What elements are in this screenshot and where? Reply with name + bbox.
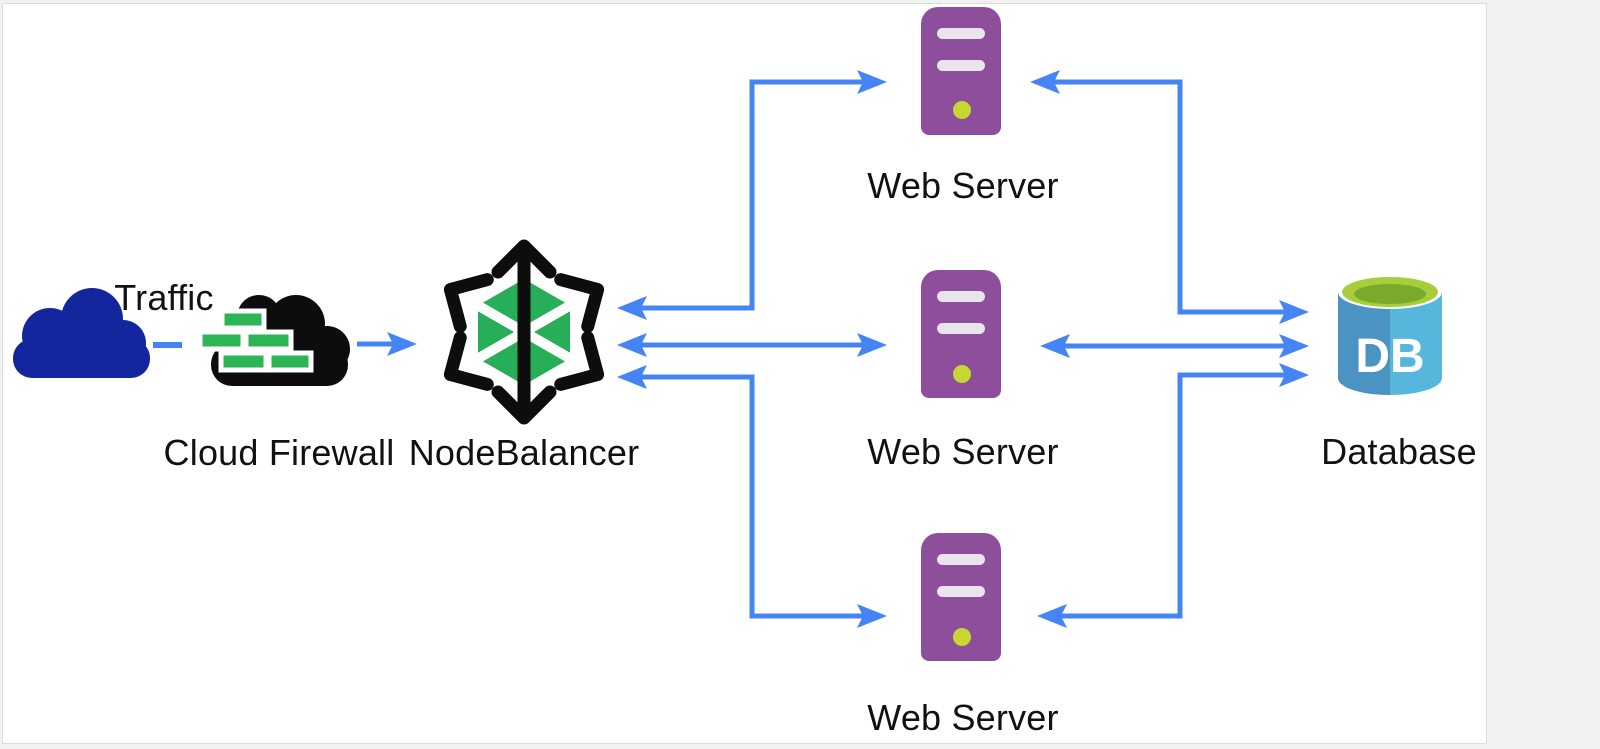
arrowhead bbox=[857, 333, 887, 357]
nodebalancer-hexagon-icon[interactable] bbox=[437, 239, 611, 425]
arrowhead bbox=[1279, 300, 1309, 324]
arrowhead bbox=[1279, 334, 1309, 358]
arrowhead bbox=[617, 296, 647, 320]
arrowhead bbox=[617, 365, 647, 389]
arrowhead bbox=[387, 332, 417, 356]
arrowhead bbox=[1030, 70, 1060, 94]
firewall-cloud-icon[interactable] bbox=[197, 295, 350, 386]
edge-webserver1-database[interactable] bbox=[1030, 70, 1309, 324]
edge-nodebalancer-webserver1[interactable] bbox=[617, 70, 887, 320]
cloud-icon[interactable] bbox=[13, 288, 150, 378]
database-label: Database bbox=[1321, 431, 1477, 473]
edges bbox=[153, 70, 1309, 628]
edge-nodebalancer-webserver3[interactable] bbox=[617, 365, 887, 628]
server-tower-icon-3[interactable] bbox=[921, 533, 1001, 661]
web-server-3-label: Web Server bbox=[867, 697, 1059, 739]
edge-nodebalancer-webserver2[interactable] bbox=[617, 333, 887, 357]
arrowhead bbox=[857, 70, 887, 94]
edge-webserver2-database[interactable] bbox=[1040, 334, 1309, 358]
firewall-bricks bbox=[197, 308, 314, 373]
db-badge: DB bbox=[1355, 330, 1424, 383]
server-led bbox=[953, 628, 971, 646]
arrowhead bbox=[1279, 363, 1309, 387]
arrowhead bbox=[1040, 334, 1070, 358]
arrowhead bbox=[617, 333, 647, 357]
server-led bbox=[953, 365, 971, 383]
nodebalancer-label: NodeBalancer bbox=[408, 432, 640, 474]
edge-firewall-nodebalancer[interactable] bbox=[357, 332, 417, 356]
web-server-1-label: Web Server bbox=[867, 165, 1059, 207]
web-server-2-label: Web Server bbox=[867, 431, 1059, 473]
edge-webserver3-database[interactable] bbox=[1037, 363, 1309, 628]
server-tower-icon-2[interactable] bbox=[921, 270, 1001, 398]
server-tower-icon-1[interactable] bbox=[921, 7, 1001, 135]
cloud-firewall-label: Cloud Firewall bbox=[163, 432, 395, 474]
database-cylinder-icon[interactable]: DB bbox=[1338, 275, 1442, 395]
traffic-label: Traffic bbox=[114, 277, 214, 319]
arrowhead bbox=[857, 604, 887, 628]
server-led bbox=[953, 101, 971, 119]
arrowhead bbox=[1037, 604, 1067, 628]
